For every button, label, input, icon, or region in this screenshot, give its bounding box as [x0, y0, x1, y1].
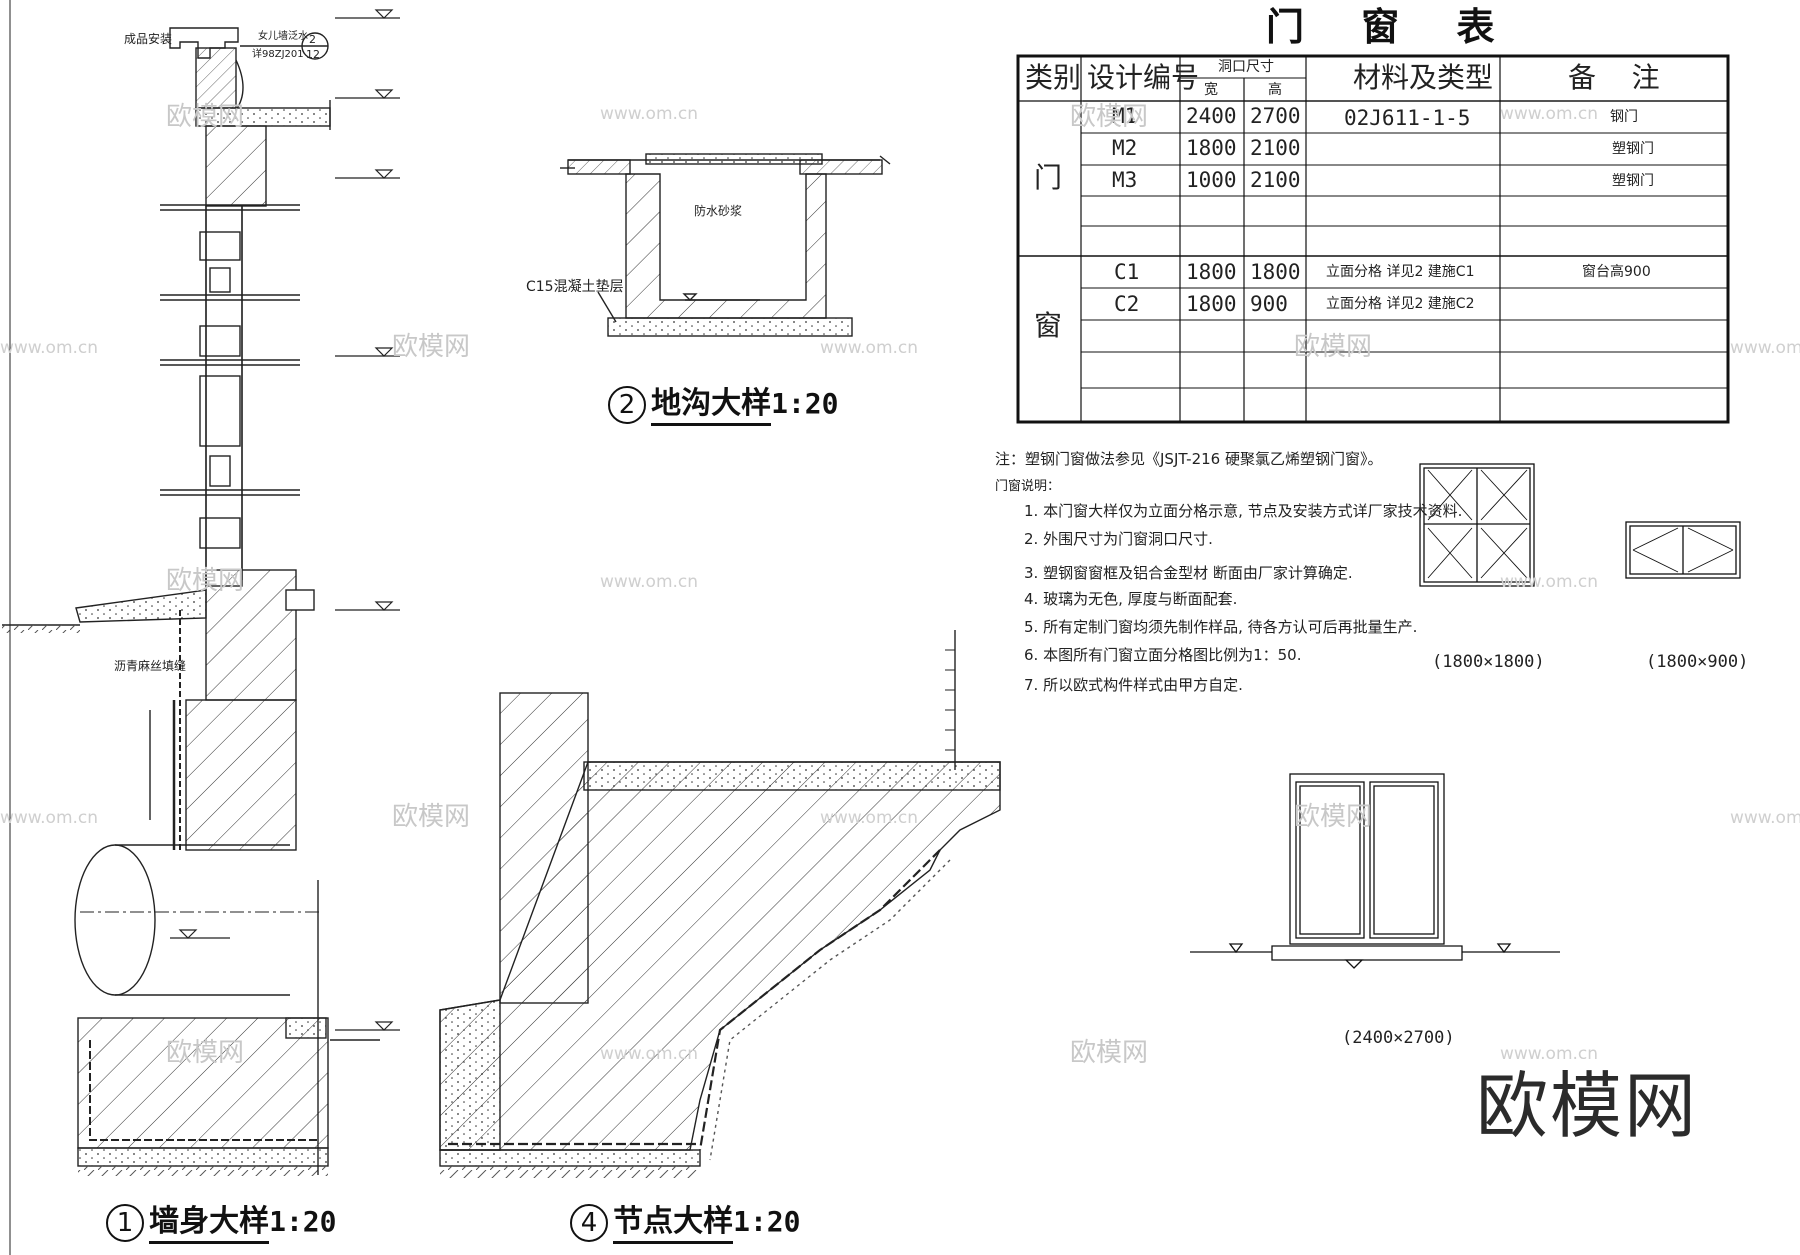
watermark-url: www.om.cn [1500, 572, 1599, 592]
watermark-url: www.om.cn [1500, 104, 1599, 124]
site-logo: 欧模网 [1476, 1064, 1699, 1148]
watermark-text: 欧模网 [1070, 102, 1149, 132]
row-height: 2100 [1250, 136, 1301, 160]
notes-heading: 门窗说明： [995, 479, 1061, 494]
watermark-text: 欧模网 [1070, 1038, 1149, 1068]
row-width: 1800 [1186, 260, 1237, 284]
row-height: 2700 [1250, 104, 1301, 128]
note-item: 1. 本门窗大样仅为立面分格示意, 节点及安装方式详厂家技术资料. [1024, 502, 1463, 520]
door-window-table-grid [1016, 54, 1730, 424]
caption-scale: 1:20 [733, 1205, 801, 1238]
note-item: 2. 外围尺寸为门窗洞口尺寸. [1024, 530, 1213, 548]
note-item: 6. 本图所有门窗立面分格图比例为1：50. [1024, 646, 1302, 664]
caption-title: 墙身大样 [149, 1204, 270, 1244]
watermark-url: www.om.cn [820, 808, 919, 828]
caption-number: 1 [106, 1204, 144, 1242]
watermark-url: www.om.cn [600, 1044, 699, 1064]
row-material: 立面分格 详见2 建施C1 [1326, 264, 1475, 280]
watermark-text: 欧模网 [1294, 332, 1373, 362]
header-width: 宽 [1204, 82, 1218, 98]
row-height: 1800 [1250, 260, 1301, 284]
watermark-text: 欧模网 [392, 802, 471, 832]
note-item: 5. 所有定制门窗均须先制作样品, 待各方认可后再批量生产. [1024, 618, 1418, 636]
window-size-label: (1800×900) [1646, 652, 1749, 672]
caption-scale: 1:20 [771, 387, 839, 420]
annotation-mortar: 防水砂浆 [694, 204, 743, 218]
row-width: 1800 [1186, 136, 1237, 160]
watermark-text: 欧模网 [1294, 802, 1373, 832]
row-width: 1800 [1186, 292, 1237, 316]
trench-detail [560, 153, 891, 337]
group-window: 窗 [1034, 309, 1063, 342]
annotation-asphalt: 沥青麻丝填缝 [114, 659, 187, 673]
window-size-label: (1800×1800) [1432, 652, 1545, 672]
window-elevation-1800x1800 [1419, 463, 1535, 587]
row-width: 1000 [1186, 168, 1237, 192]
annotation-cornice: 成品安装 [124, 32, 173, 46]
caption-number: 4 [570, 1204, 608, 1242]
caption-trench: 2 地沟大样1:20 [608, 386, 839, 426]
watermark-url: www.om.cn [1730, 338, 1800, 358]
watermark-url: www.om.cn [820, 338, 919, 358]
watermark-url: www.om.cn [600, 572, 699, 592]
row-height: 900 [1250, 292, 1288, 316]
watermark-url: www.om.cn [1730, 808, 1800, 828]
wall-section-detail [2, 0, 400, 1255]
note-reference: 注：塑钢门窗做法参见《JSJT-216 硬聚氯乙烯塑钢门窗》。 [995, 450, 1383, 468]
door-elevation-2400x2700 [1190, 773, 1560, 969]
watermark-text: 欧模网 [166, 1038, 245, 1068]
row-code: M2 [1112, 136, 1138, 160]
row-remark: 塑钢门 [1612, 173, 1654, 189]
annotation-index-bottom: 12 [306, 48, 320, 61]
header-opening: 洞口尺寸 [1218, 59, 1274, 75]
annotation-c15: C15混凝土垫层 [526, 279, 624, 295]
annotation-drain-ref: 详98ZJ201 [252, 49, 304, 60]
row-code: C1 [1114, 260, 1140, 284]
watermark-url: www.om.cn [0, 338, 99, 358]
header-category: 类别 [1025, 61, 1082, 94]
row-material: 02J611-1-5 [1344, 106, 1471, 130]
annotation-drain: 女儿墙泛水 [258, 31, 308, 42]
caption-number: 2 [608, 386, 646, 424]
group-door: 门 [1034, 161, 1063, 194]
row-height: 2100 [1250, 168, 1301, 192]
row-code: M3 [1112, 168, 1138, 192]
row-remark: 塑钢门 [1612, 141, 1654, 157]
header-material: 材料及类型 [1353, 61, 1494, 94]
caption-node: 4 节点大样1:20 [570, 1204, 801, 1244]
row-width: 2400 [1186, 104, 1237, 128]
door-size-label: (2400×2700) [1342, 1028, 1455, 1048]
row-material: 立面分格 详见2 建施C2 [1326, 296, 1475, 312]
window-elevation-1800x900 [1625, 521, 1741, 579]
caption-title: 节点大样 [613, 1204, 734, 1244]
header-height: 高 [1268, 82, 1282, 98]
note-item: 3. 塑钢窗窗框及铝合金型材 断面由厂家计算确定. [1024, 564, 1353, 582]
watermark-url: www.om.cn [1500, 1044, 1599, 1064]
note-item: 7. 所以欧式构件样式由甲方自定. [1024, 676, 1243, 694]
watermark-url: www.om.cn [600, 104, 699, 124]
header-code: 设计编号 [1087, 61, 1200, 94]
caption-title: 地沟大样 [651, 386, 772, 426]
header-remark: 备 注 [1568, 61, 1660, 94]
row-remark: 窗台高900 [1582, 264, 1651, 280]
annotation-index-top: 2 [309, 33, 316, 46]
caption-wall: 1 墙身大样1:20 [106, 1204, 337, 1244]
row-remark: 钢门 [1610, 109, 1638, 125]
row-code: M1 [1112, 104, 1138, 128]
caption-scale: 1:20 [269, 1205, 337, 1238]
row-code: C2 [1114, 292, 1140, 316]
note-item: 4. 玻璃为无色, 厚度与断面配套. [1024, 590, 1238, 608]
watermark-text: 欧模网 [166, 566, 245, 596]
watermark-url: www.om.cn [0, 808, 99, 828]
table-title: 门 窗 表 [1266, 5, 1517, 49]
watermark-text: 欧模网 [392, 332, 471, 362]
watermark-text: 欧模网 [166, 102, 245, 132]
node-detail [439, 630, 1001, 1178]
